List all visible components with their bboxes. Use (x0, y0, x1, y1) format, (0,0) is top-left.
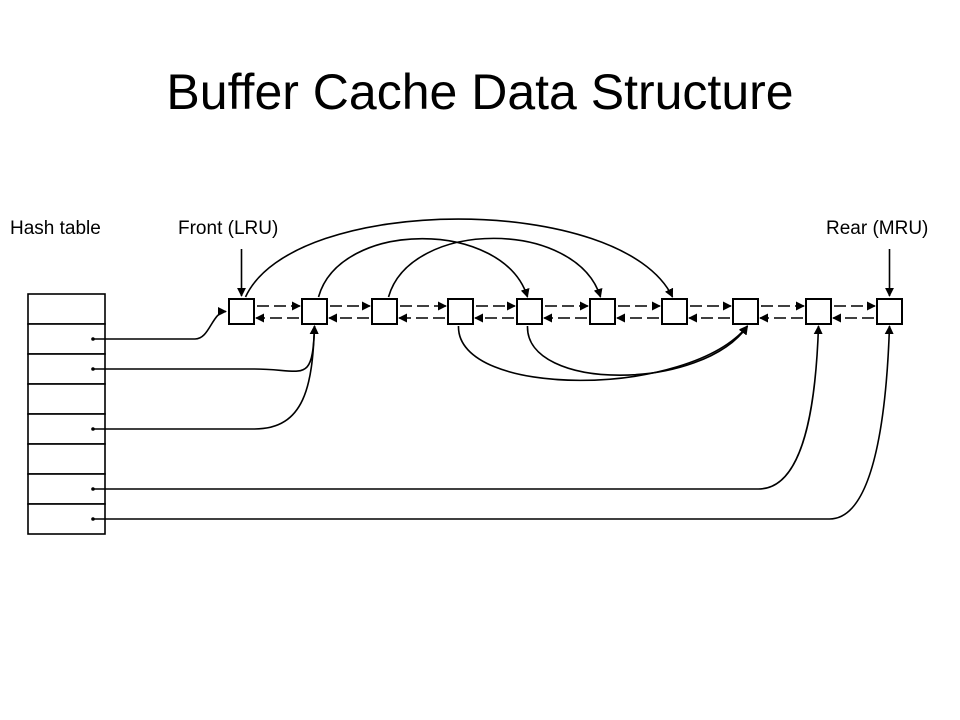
hash-chain-arrow (317, 238, 530, 298)
buffer-block (516, 298, 543, 325)
hash-table-slot (27, 443, 106, 475)
hash-chains (244, 218, 749, 382)
buffer-block (661, 298, 688, 325)
buffer-list (228, 298, 903, 325)
hash-table-slot (27, 293, 106, 325)
buffer-block (371, 298, 398, 325)
front-lru-label: Front (LRU) (178, 218, 278, 239)
buffer-block (732, 298, 759, 325)
buffer-block (447, 298, 474, 325)
hash-entry-arrow (93, 325, 823, 490)
hash-entry-arrow (93, 325, 319, 372)
hash-entry-arrow (93, 307, 227, 340)
hash-chain-arrow (244, 218, 674, 298)
buffer-block (301, 298, 328, 325)
hash-table-label: Hash table (10, 218, 101, 239)
lru-links (255, 301, 876, 323)
end-pointers (237, 249, 894, 297)
slide-title: Buffer Cache Data Structure (166, 64, 794, 120)
hash-entry-pointers (91, 307, 894, 521)
hash-entry-arrow (93, 325, 319, 430)
buffer-block (589, 298, 616, 325)
rear-mru-label: Rear (MRU) (826, 218, 928, 239)
hash-chain-arrow (526, 325, 749, 376)
buffer-block (805, 298, 832, 325)
hash-entry-arrow (93, 325, 894, 520)
hash-table-slot (27, 383, 106, 415)
hash-table (27, 293, 106, 535)
buffer-block (228, 298, 255, 325)
buffer-block (876, 298, 903, 325)
hash-chain-arrow (457, 325, 749, 382)
hash-chain-arrow (387, 237, 603, 298)
